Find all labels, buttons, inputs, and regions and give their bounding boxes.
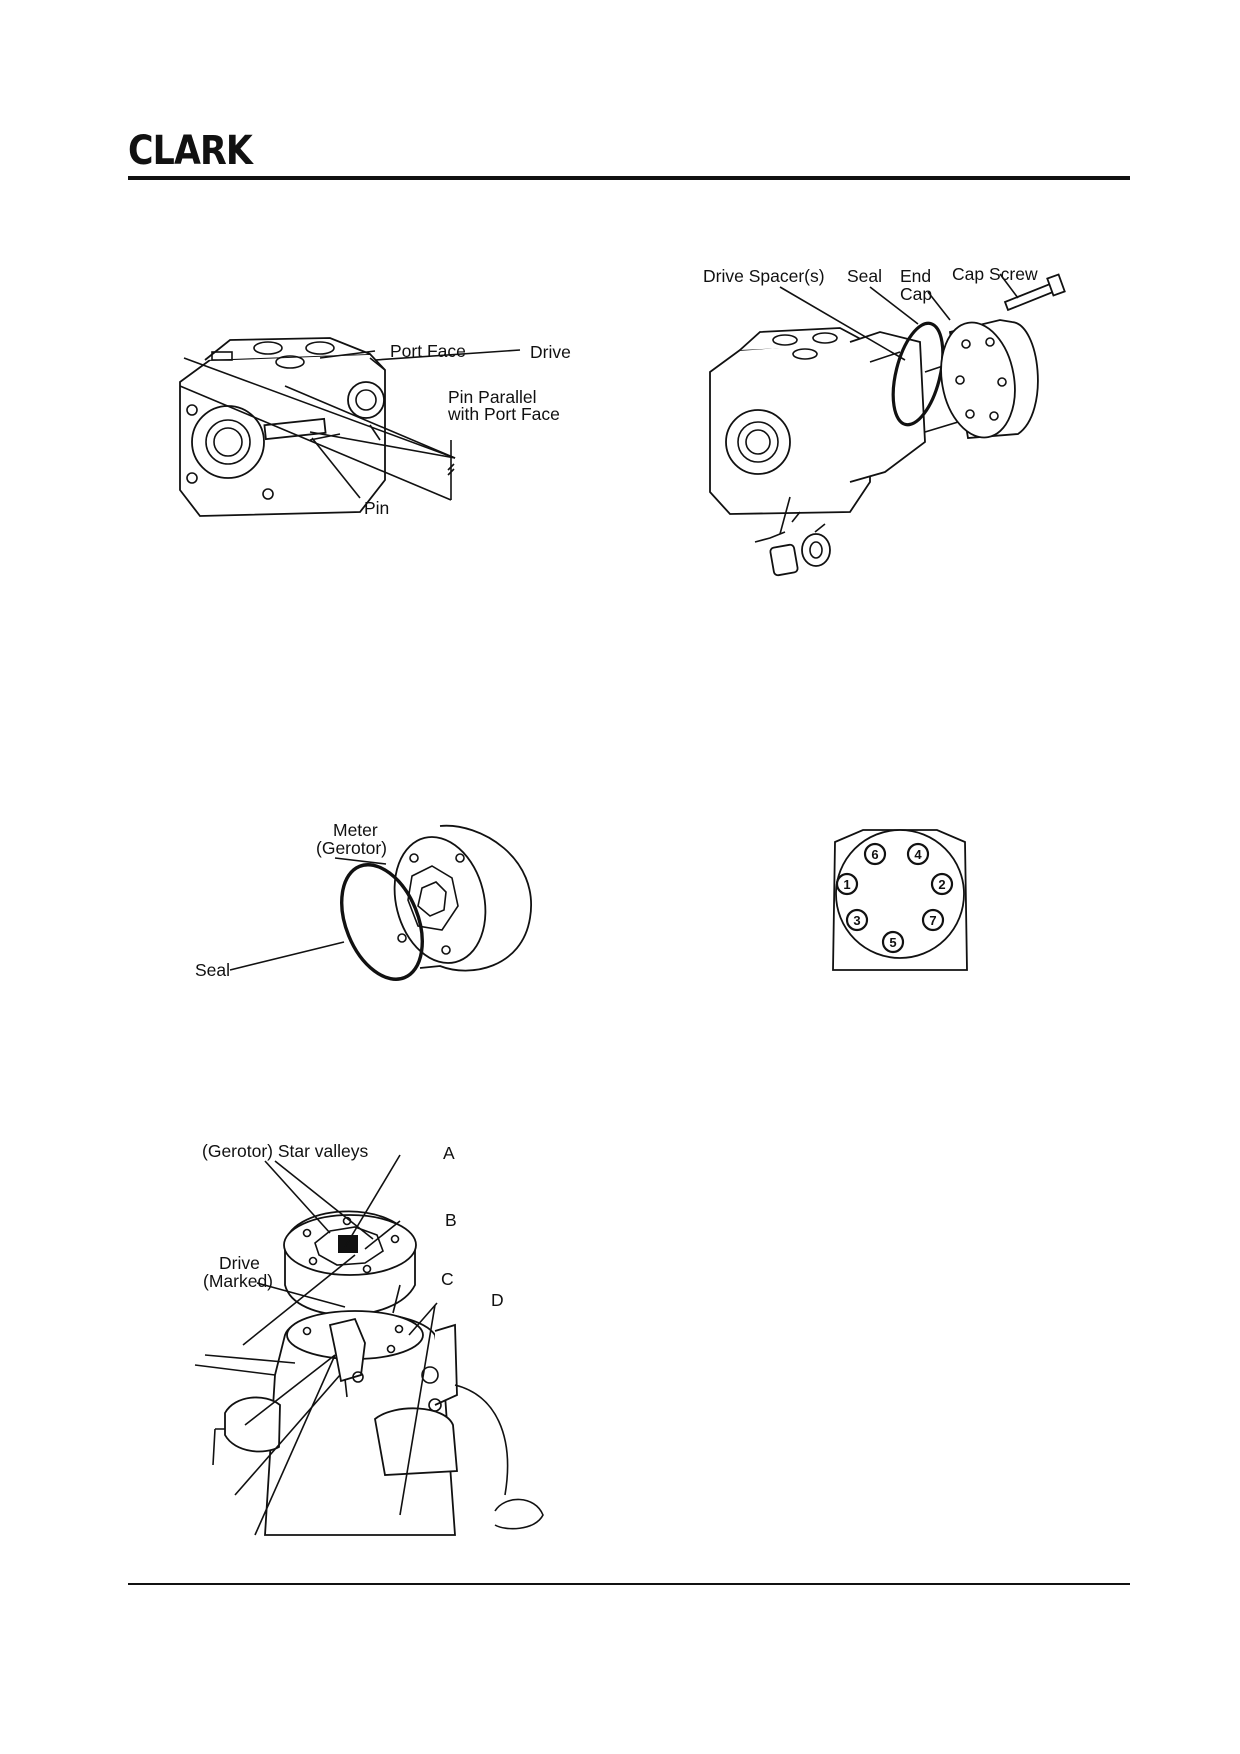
svg-text:3: 3 <box>853 913 860 928</box>
bolt-3: 3 <box>845 908 869 932</box>
label-drive-1: Drive <box>219 1253 260 1273</box>
meter-gerotor-drawing <box>393 824 533 972</box>
label-pin: Pin <box>364 498 389 518</box>
logo-text: CLARK <box>128 128 254 170</box>
svg-text:6: 6 <box>871 847 878 862</box>
figure-bolt-sequence: 6 4 1 2 3 7 5 <box>825 822 975 972</box>
svg-text:2: 2 <box>938 877 945 892</box>
bolt-7: 7 <box>921 908 945 932</box>
seal-ring-icon <box>340 863 424 981</box>
bolt-6: 6 <box>863 842 887 866</box>
svg-text:5: 5 <box>889 935 896 950</box>
label-a: A <box>443 1143 455 1163</box>
svg-text:4: 4 <box>914 847 922 862</box>
end-cap-drawing <box>940 319 1039 439</box>
cap-screw-icon <box>1003 273 1066 312</box>
label-meter-2: (Gerotor) <box>316 838 387 858</box>
steering-unit-drawing <box>179 337 386 517</box>
label-b: B <box>445 1210 457 1230</box>
figure-meter-gerotor: Meter (Gerotor) Seal <box>190 818 550 1000</box>
header-rule <box>128 176 1130 180</box>
housing-and-vise-drawing <box>194 1310 544 1536</box>
label-d: D <box>491 1290 504 1310</box>
bolt-4: 4 <box>906 842 930 866</box>
label-drive-2: (Marked) <box>203 1271 273 1291</box>
drive-gear-icon <box>347 381 385 419</box>
label-star-valleys: (Gerotor) Star valleys <box>202 1141 369 1161</box>
label-seal: Seal <box>195 960 230 980</box>
label-pin-parallel-1: Pin Parallel <box>448 387 537 407</box>
drive-spacer-icon <box>754 496 831 577</box>
label-pin-parallel-2: with Port Face <box>447 404 560 424</box>
label-drive: Drive <box>530 342 571 362</box>
svg-text:7: 7 <box>929 913 936 928</box>
bolt-1: 1 <box>835 872 859 896</box>
gerotor-drawing <box>283 1210 417 1316</box>
bolt-5: 5 <box>881 930 905 954</box>
label-end-cap-2: Cap <box>900 284 932 304</box>
svg-text:1: 1 <box>843 877 850 892</box>
label-port-face: Port Face <box>390 341 466 361</box>
footer-rule <box>128 1583 1130 1585</box>
label-seal: Seal <box>847 266 882 286</box>
bolt-2: 2 <box>930 872 954 896</box>
figure-pin-alignment: Port Face Drive Pin Parallel with Port F… <box>170 330 600 530</box>
label-end-cap-1: End <box>900 266 931 286</box>
steering-unit-drawing <box>709 327 969 515</box>
figure-star-valleys: (Gerotor) Star valleys A B Drive (Marked… <box>194 1135 555 1545</box>
clark-logo: CLARK <box>128 128 256 174</box>
label-cap-screw: Cap Screw <box>952 264 1038 284</box>
label-c: C <box>441 1269 454 1289</box>
label-meter-1: Meter <box>333 820 378 840</box>
label-drive-spacers: Drive Spacer(s) <box>703 266 825 286</box>
seal-ring-icon <box>891 321 945 427</box>
figure-end-cap-exploded: Drive Spacer(s) Seal End Cap Cap Screw <box>700 262 1100 592</box>
